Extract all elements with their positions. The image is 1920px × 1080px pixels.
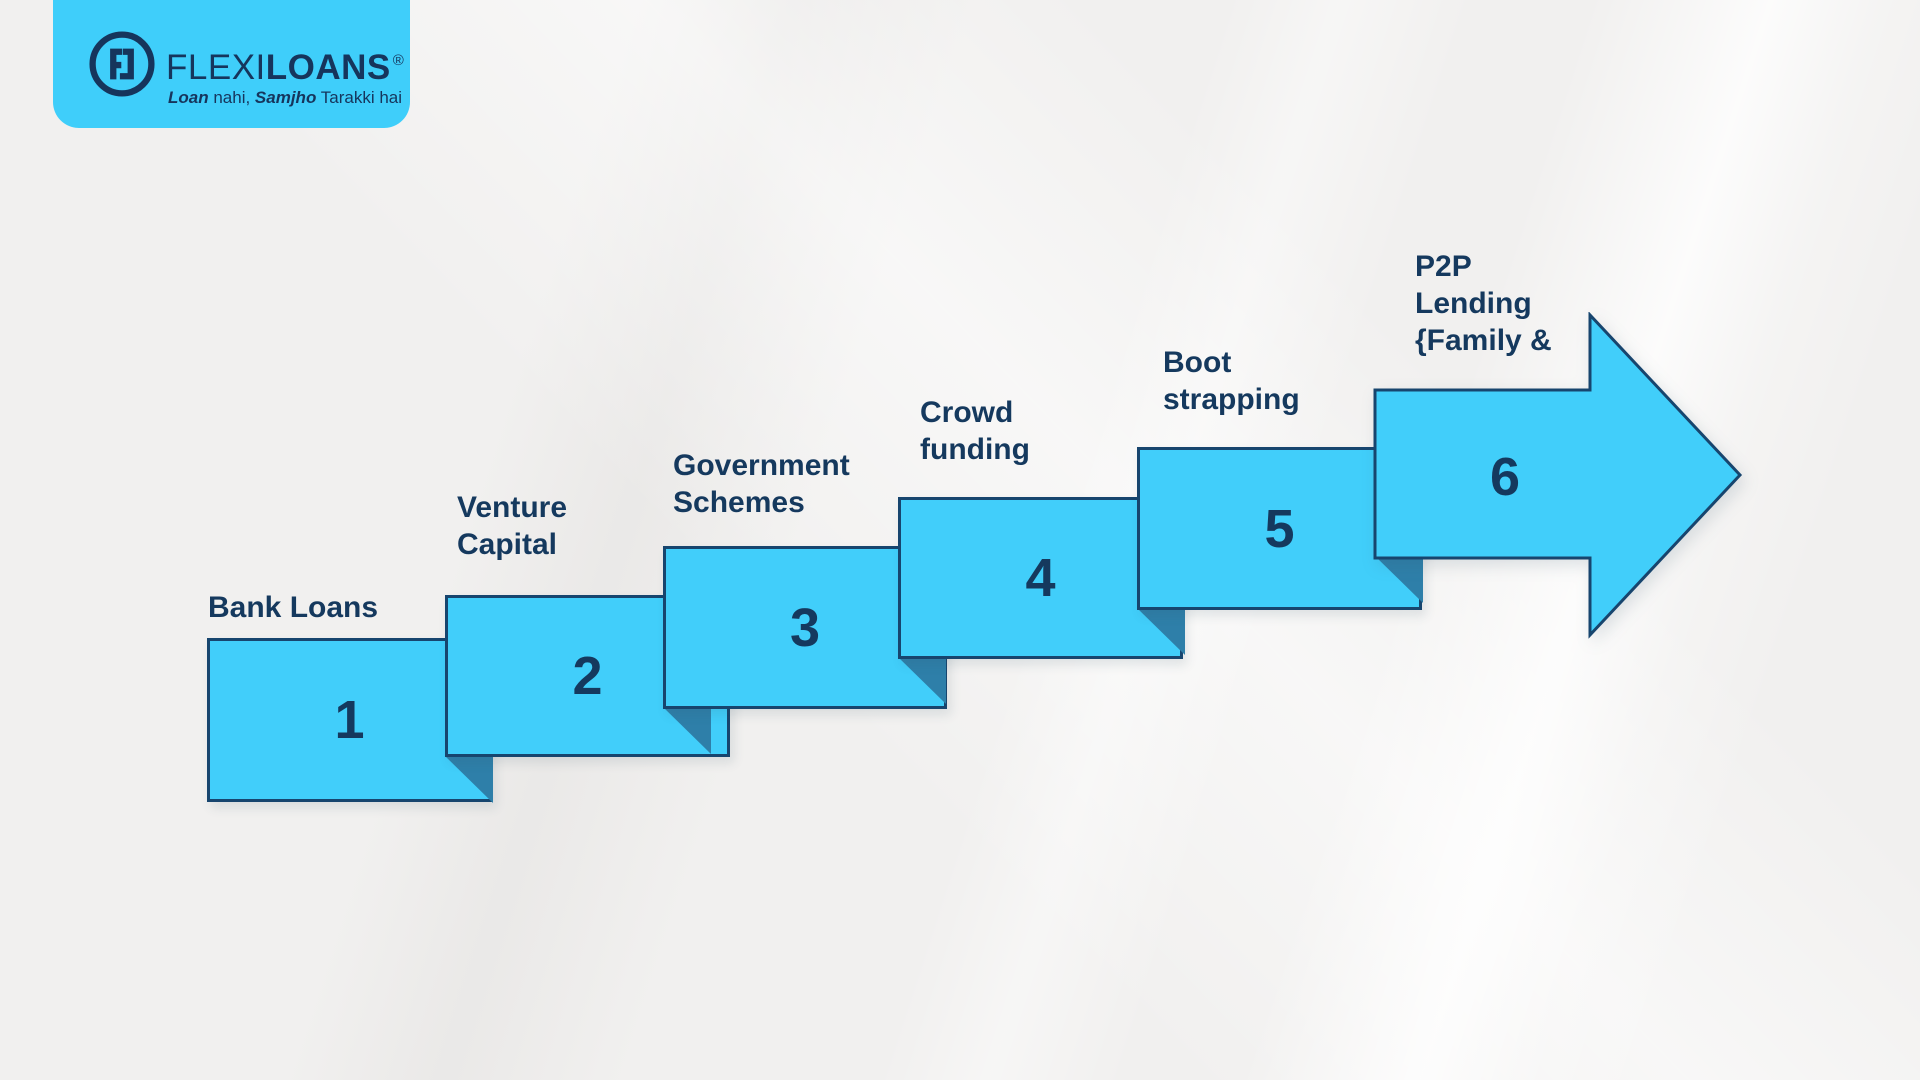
step-label-2: Venture Capital [457, 491, 568, 561]
brand-loans: LOANS [265, 48, 391, 87]
step-box-1: 1 [207, 638, 492, 802]
logo-tagline: Loan nahi, Samjho Tarakki hai [168, 88, 402, 108]
step-number-6: 6 [1489, 447, 1521, 507]
step-label-5: Boot strapping [1163, 346, 1300, 416]
step-number-2: 2 [572, 646, 603, 706]
tagline-loan: Loan [168, 88, 209, 107]
flexiloans-wordmark: FLEXILOANS® [166, 42, 404, 87]
flexiloans-logo-card: FLEXILOANS® Loan nahi, Samjho Tarakki ha… [53, 0, 410, 128]
step-number-4: 4 [1025, 548, 1056, 608]
tagline-tarakki: Tarakki hai [316, 88, 403, 107]
step-label-3: Government Schemes [673, 449, 850, 519]
arrow-shape [1373, 312, 1743, 639]
step-box-4: 4 [898, 497, 1183, 659]
tagline-nahi: nahi, [208, 88, 255, 107]
step-label-4: Crowd funding [920, 396, 1030, 466]
step-number-5: 5 [1264, 498, 1295, 559]
step-number-1: 1 [334, 690, 365, 750]
registered-mark: ® [392, 52, 405, 69]
step-label-1: Bank Loans [208, 591, 379, 624]
flexiloans-monogram-icon [89, 31, 155, 97]
step-number-3: 3 [789, 597, 821, 658]
tagline-samjho: Samjho [254, 88, 317, 107]
step-label-6: P2P Lending {Family & [1415, 250, 1552, 357]
brand-flexi: FLEXI [166, 48, 266, 87]
